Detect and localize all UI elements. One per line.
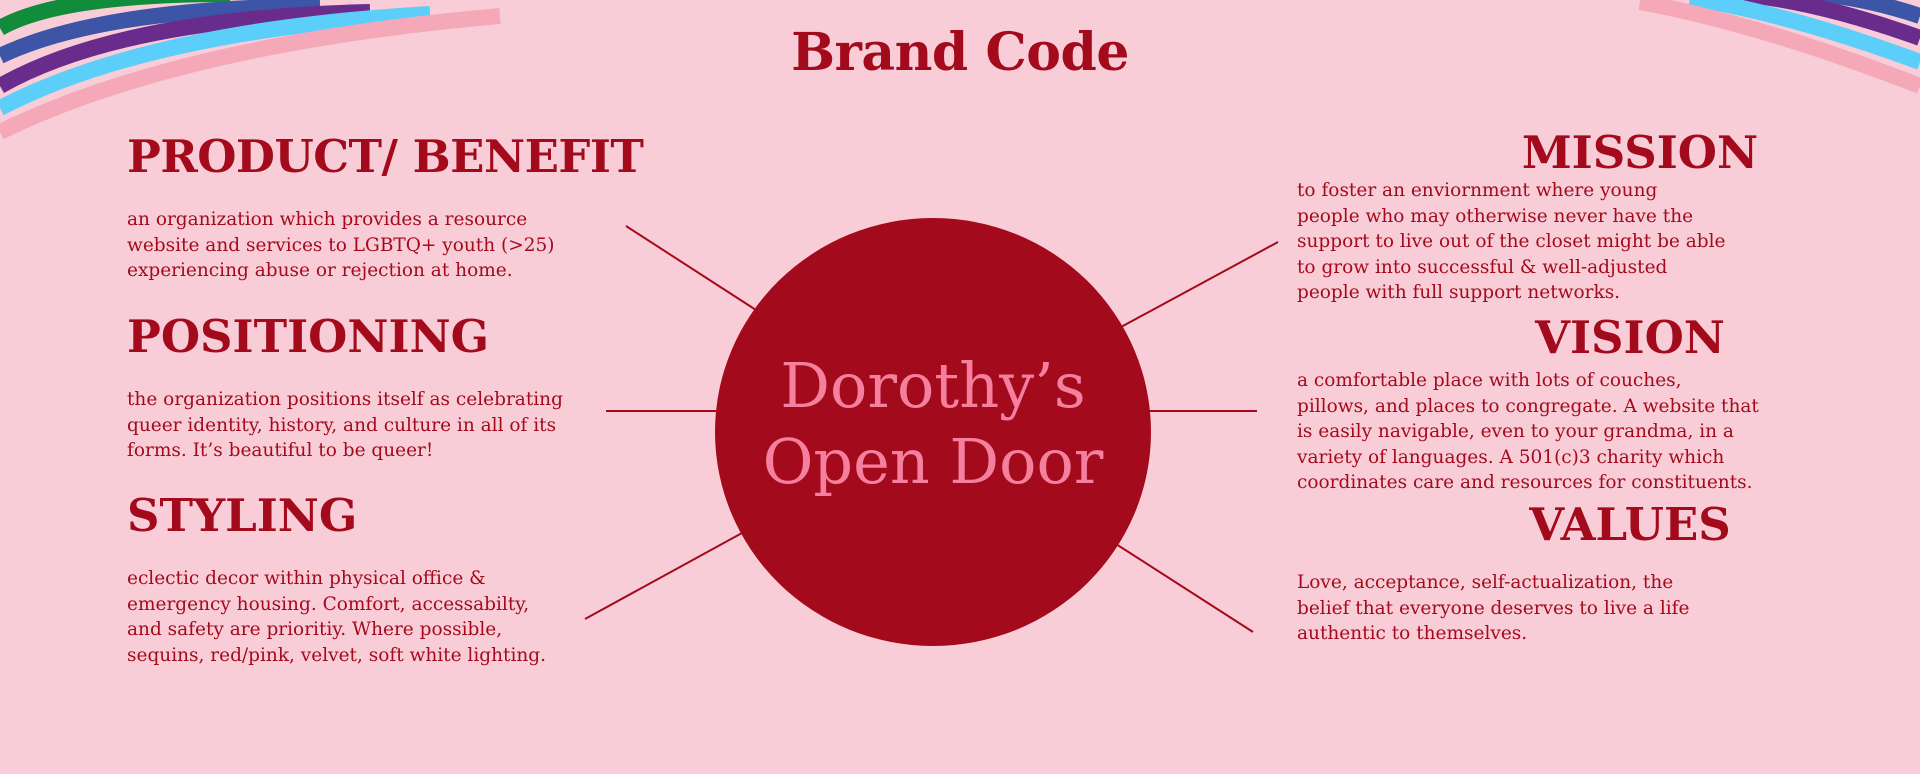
styling-text: eclectic decor within physical office & … [127, 568, 547, 666]
brand-name-line-2: Open Door [762, 425, 1104, 498]
brand-name-line-1: Dorothy’s [780, 349, 1086, 422]
connector-styling [584, 532, 743, 620]
positioning-text: the organization positions itself as cel… [127, 389, 563, 461]
values-heading: VALUES [1529, 498, 1731, 551]
values-text: Love, acceptance, self-actualization, th… [1297, 572, 1690, 644]
positioning-heading: POSITIONING [127, 310, 490, 363]
product-benefit-text: an organization which provides a resourc… [127, 209, 555, 281]
mission-text: to foster an enviornment where young peo… [1297, 180, 1726, 303]
center-brand-name: Dorothy’s Open Door [715, 348, 1151, 500]
center-circle [715, 218, 1151, 646]
page-title: Brand Code [791, 22, 1129, 83]
rainbow-stripe [1799, 0, 1920, 24]
mission-heading: MISSION [1521, 126, 1759, 179]
product-benefit-heading: PRODUCT/ BENEFIT [127, 130, 644, 183]
styling-heading: STYLING [127, 489, 358, 542]
connector-mission [1120, 241, 1279, 328]
vision-heading: VISION [1535, 311, 1725, 364]
connector-product [625, 225, 757, 311]
vision-text: a comfortable place with lots of couches… [1297, 370, 1759, 493]
connector-values [1115, 543, 1254, 633]
